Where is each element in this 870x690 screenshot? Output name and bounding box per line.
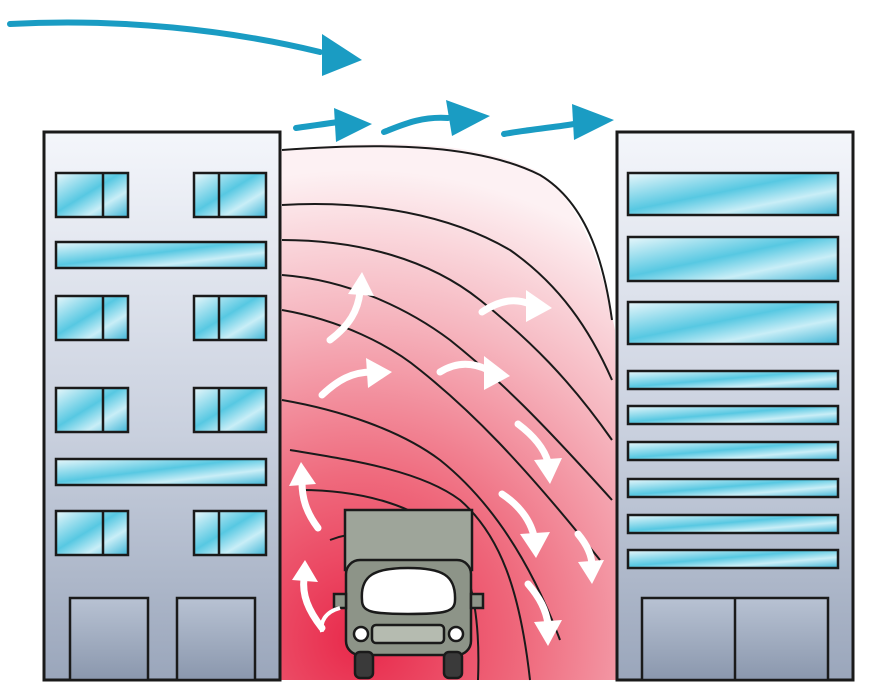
wind-arrows — [7, 19, 614, 142]
recirculation-arrows — [289, 272, 604, 646]
wind-arrowhead-icon — [572, 104, 614, 140]
circulation-arrowhead-icon — [289, 462, 316, 486]
circulation-arrowhead-icon — [484, 356, 510, 390]
wind-arrowhead-icon — [334, 108, 372, 142]
truck-wheel-left — [353, 650, 375, 680]
left-building-doors — [68, 596, 257, 682]
circulation-arrowhead-icon — [348, 272, 374, 296]
circulation-arrowhead-icon — [526, 290, 552, 322]
circulation-arrowhead-icon — [534, 458, 562, 484]
right-building-doors — [640, 596, 830, 682]
truck-grille — [370, 623, 446, 645]
circulation-arrowhead-icon — [534, 620, 562, 646]
left-building — [42, 130, 282, 682]
right-building — [615, 130, 855, 682]
truck-headlight-left — [352, 625, 370, 643]
truck-wheel-right — [442, 650, 464, 680]
circulation-arrowhead-icon — [520, 532, 550, 558]
truck-mirror-left — [332, 592, 348, 610]
circulation-arrowhead-icon — [366, 358, 392, 388]
truck-mirror-right — [469, 592, 485, 610]
right-building-windows — [626, 171, 840, 570]
circulation-arrowhead-icon — [578, 560, 604, 584]
truck-headlight-right — [447, 625, 465, 643]
wind-arrowhead-icon — [446, 100, 490, 136]
wind-arrowhead-icon — [322, 34, 362, 76]
circulation-arrowhead-icon — [292, 560, 318, 582]
left-building-windows — [54, 171, 268, 557]
truck — [319, 508, 485, 680]
truck-windshield — [360, 566, 457, 616]
